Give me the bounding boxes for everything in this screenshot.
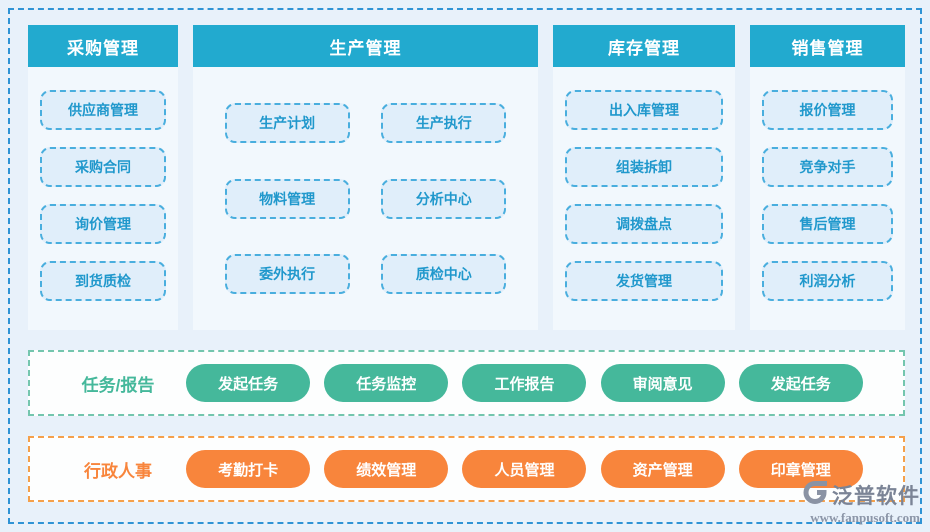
fanpu-website-url[interactable]: www.fanpusoft.com: [810, 510, 920, 525]
item-analysis-center[interactable]: 分析中心: [381, 178, 507, 219]
hr-pills: 考勤打卡 绩效管理 人员管理 资产管理 印章管理: [172, 450, 877, 488]
pill-asset-management[interactable]: 资产管理: [600, 450, 725, 488]
fanpu-brand-name: 泛普软件: [832, 484, 920, 508]
pill-personnel-management[interactable]: 人员管理: [462, 450, 587, 488]
production-header: 生产管理: [193, 25, 538, 67]
item-shipping-management[interactable]: 发货管理: [565, 261, 723, 301]
item-inquiry-management[interactable]: 询价管理: [40, 204, 166, 244]
item-competitors[interactable]: 竞争对手: [762, 147, 893, 187]
pill-initiate-task[interactable]: 发起任务: [186, 364, 311, 402]
item-quality-inspection-center[interactable]: 质检中心: [381, 254, 507, 295]
item-supplier-management[interactable]: 供应商管理: [40, 90, 166, 130]
item-purchase-contract[interactable]: 采购合同: [40, 147, 166, 187]
item-arrival-quality-check[interactable]: 到货质检: [40, 261, 166, 301]
pill-initiate-task-2[interactable]: 发起任务: [738, 364, 863, 402]
pill-review-comments[interactable]: 审阅意见: [600, 364, 725, 402]
item-quotation-management[interactable]: 报价管理: [762, 90, 893, 130]
sales-body: 报价管理 竞争对手 售后管理 利润分析: [750, 67, 905, 330]
pill-seal-management[interactable]: 印章管理: [738, 450, 863, 488]
item-profit-analysis[interactable]: 利润分析: [762, 261, 893, 301]
column-sales: 销售管理 报价管理 竞争对手 售后管理 利润分析: [750, 25, 905, 330]
inventory-header: 库存管理: [553, 25, 735, 67]
pill-task-monitoring[interactable]: 任务监控: [324, 364, 449, 402]
admin-hr-band: 行政人事 考勤打卡 绩效管理 人员管理 资产管理 印章管理: [28, 436, 905, 502]
admin-hr-label: 行政人事: [84, 461, 152, 481]
item-after-sales-management[interactable]: 售后管理: [762, 204, 893, 244]
pill-attendance-clock[interactable]: 考勤打卡: [186, 450, 311, 488]
tasks-pills: 发起任务 任务监控 工作报告 审阅意见 发起任务: [172, 364, 877, 402]
item-inbound-outbound-management[interactable]: 出入库管理: [565, 90, 723, 130]
fanpu-logo-icon: [803, 479, 829, 510]
item-transfer-stocktaking[interactable]: 调拨盘点: [565, 204, 723, 244]
item-assembly-disassembly[interactable]: 组装拆卸: [565, 147, 723, 187]
module-columns: 采购管理 供应商管理 采购合同 询价管理 到货质检 生产管理 生产计划 生产执行…: [28, 25, 905, 330]
column-inventory: 库存管理 出入库管理 组装拆卸 调拨盘点 发货管理: [553, 25, 735, 330]
column-production: 生产管理 生产计划 生产执行 物料管理 分析中心 委外执行 质检中心: [193, 25, 538, 330]
sales-header: 销售管理: [750, 25, 905, 67]
procurement-body: 供应商管理 采购合同 询价管理 到货质检: [28, 67, 178, 330]
item-production-plan[interactable]: 生产计划: [224, 102, 350, 143]
tasks-reports-label: 任务/报告: [81, 375, 155, 395]
item-production-execution[interactable]: 生产执行: [381, 102, 507, 143]
fanpu-watermark: 泛普软件 www.fanpusoft.com: [803, 479, 920, 526]
column-procurement: 采购管理 供应商管理 采购合同 询价管理 到货质检: [28, 25, 178, 330]
production-body: 生产计划 生产执行 物料管理 分析中心 委外执行 质检中心: [193, 67, 538, 330]
inventory-body: 出入库管理 组装拆卸 调拨盘点 发货管理: [553, 67, 735, 330]
procurement-header: 采购管理: [28, 25, 178, 67]
tasks-reports-band: 任务/报告 发起任务 任务监控 工作报告 审阅意见 发起任务: [28, 350, 905, 416]
pill-performance-management[interactable]: 绩效管理: [324, 450, 449, 488]
item-outsourcing-execution[interactable]: 委外执行: [224, 254, 350, 295]
pill-work-report[interactable]: 工作报告: [462, 364, 587, 402]
item-material-management[interactable]: 物料管理: [224, 178, 350, 219]
